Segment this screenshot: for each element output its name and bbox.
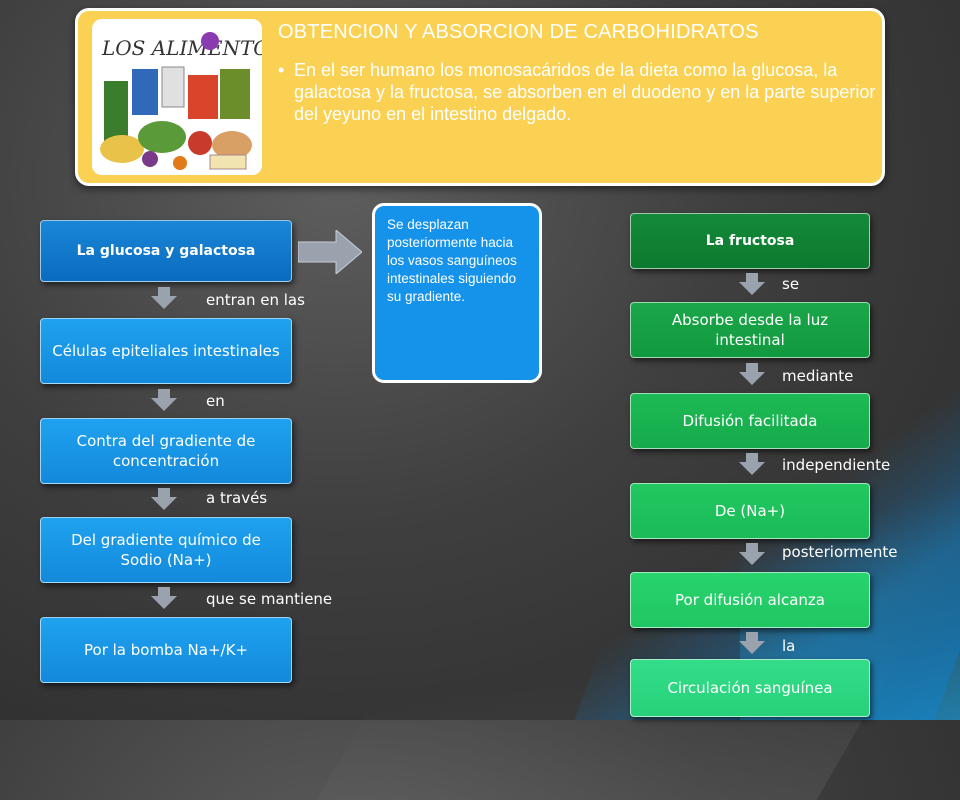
header-bullet-text: En el ser humano los monosacáridos de la… [294, 60, 876, 124]
connector-label: la [782, 637, 796, 655]
flow-box-label: Células epiteliales intestinales [52, 342, 280, 360]
flow-box-label: De (Na+) [714, 502, 786, 520]
connector-label: entran en las [206, 291, 305, 309]
connector-label: a través [206, 489, 268, 507]
flow-box-facilitated-diffusion: Difusión facilitada [630, 393, 870, 449]
flow-box-label: Absorbe desde la luz intestinal [671, 311, 829, 349]
flow-box-label: Contra del gradiente de concentración [76, 432, 256, 470]
flow-box-sodium: De (Na+) [630, 483, 870, 539]
down-arrow-icon [151, 488, 177, 510]
page-title: OBTENCION Y ABSORCION DE CARBOHIDRATOS [278, 21, 759, 43]
right-arrow-icon [298, 230, 362, 274]
fructose-head-label: La fructosa [705, 233, 795, 249]
connector-label: independiente [782, 456, 891, 474]
side-note: Se desplazan posteriormente hacia los va… [372, 203, 542, 383]
flow-box-label: Por difusión alcanza [675, 591, 825, 609]
down-arrow-icon [739, 453, 765, 475]
flow-box-blood-circulation: Circulación sanguínea [630, 659, 870, 717]
connector-label: mediante [782, 367, 854, 385]
food-illustration: LOS ALIMENTOS [92, 19, 262, 175]
food-illustration-svg: LOS ALIMENTOS [92, 19, 262, 175]
glucose-galactose-head-label: La glucosa y galactosa [76, 243, 256, 259]
flow-box-label: Por la bomba Na+/K+ [84, 641, 248, 659]
down-arrow-icon [739, 363, 765, 385]
flow-box-label: Del gradiente químico de Sodio (Na+) [71, 531, 261, 569]
flow-box-label: Difusión facilitada [682, 412, 818, 430]
down-arrow-icon [739, 543, 765, 565]
connector-label: se [782, 275, 800, 293]
side-note-text: Se desplazan posteriormente hacia los va… [387, 217, 517, 304]
connector-label: que se mantiene [206, 590, 333, 608]
down-arrow-icon [151, 389, 177, 411]
connector-label: en [206, 392, 225, 410]
flow-box-concentration-gradient: Contra del gradiente de concentración [40, 418, 292, 484]
glucose-galactose-head: La glucosa y galactosa [40, 220, 292, 282]
flow-box-diffusion-reaches: Por difusión alcanza [630, 572, 870, 628]
flow-box-intestinal-lumen: Absorbe desde la luz intestinal [630, 302, 870, 358]
down-arrow-icon [151, 287, 177, 309]
down-arrow-icon [739, 632, 765, 654]
flow-box-sodium-gradient: Del gradiente químico de Sodio (Na+) [40, 517, 292, 583]
bullet-dot: • [278, 60, 285, 80]
down-arrow-icon [151, 587, 177, 609]
header-panel: LOS ALIMENTOS OBTENCION Y ABSORCION DE C… [75, 8, 885, 186]
logo-text: LOS ALIMENTOS [101, 36, 262, 60]
flow-box-epithelial-cells: Células epiteliales intestinales [40, 318, 292, 384]
flow-box-label: Circulación sanguínea [667, 679, 833, 697]
connector-label: posteriormente [782, 543, 898, 561]
flow-box-sodium-potassium-pump: Por la bomba Na+/K+ [40, 617, 292, 683]
fructose-head: La fructosa [630, 213, 870, 269]
down-arrow-icon [739, 273, 765, 295]
header-bullet: • En el ser humano los monosacáridos de … [276, 59, 876, 125]
